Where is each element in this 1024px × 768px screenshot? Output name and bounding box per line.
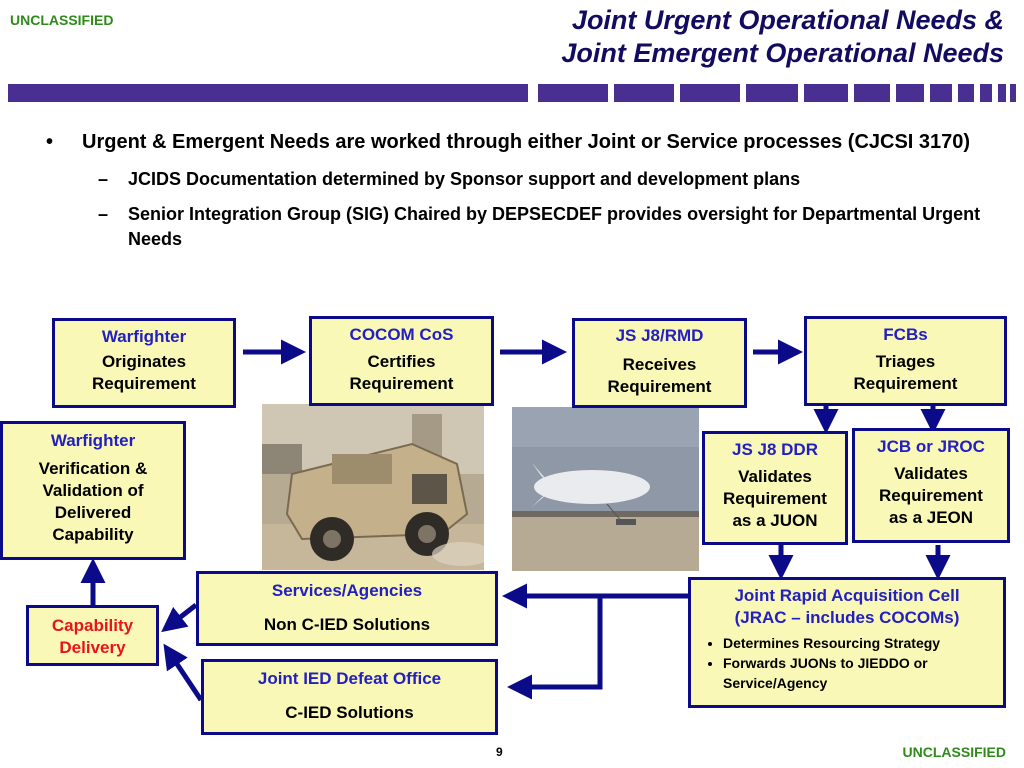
list-item: Forwards JUONs to JIEDDO or Service/Agen… xyxy=(723,653,1003,693)
arrow-services-to-capability xyxy=(161,603,198,633)
box-heading: (JRAC – includes COCOMs) xyxy=(734,608,960,627)
box-text: Non C-IED Solutions xyxy=(263,615,431,634)
js-j8-ddr-box: JS J8 DDR Validates Requirement as a JUO… xyxy=(702,431,848,545)
arrow-jrac-to-jieddo xyxy=(507,593,688,700)
box-text: Originates xyxy=(101,352,187,371)
box-heading: Joint Rapid Acquisition Cell xyxy=(734,586,960,605)
box-heading: Services/Agencies xyxy=(271,581,423,600)
arrow-jieddo-to-capability xyxy=(163,643,204,702)
jrac-box: Joint Rapid Acquisition Cell (JRAC – inc… xyxy=(688,577,1006,708)
bullet-sub-2-text: Senior Integration Group (SIG) Chaired b… xyxy=(128,204,981,249)
box-text: C-IED Solutions xyxy=(285,703,414,722)
box-text: Validates xyxy=(738,467,812,486)
bullet-sub-2: – Senior Integration Group (SIG) Chaired… xyxy=(98,204,981,249)
box-text: Requirement xyxy=(349,374,454,393)
box-text: Requirement xyxy=(723,489,827,508)
bullet-sub-1: – JCIDS Documentation determined by Spon… xyxy=(98,169,801,189)
fcbs-box: FCBs Triages Requirement xyxy=(804,316,1007,406)
box-heading: FCBs xyxy=(883,325,928,344)
box-text: Triages xyxy=(875,352,936,371)
box-text: Requirement xyxy=(607,377,712,396)
slide-title: Joint Urgent Operational Needs & Joint E… xyxy=(204,4,1004,70)
box-heading: JS J8/RMD xyxy=(615,326,704,345)
jrac-list: Determines Resourcing Strategy Forwards … xyxy=(691,633,1003,693)
warfighter-originates-box: Warfighter Originates Requirement xyxy=(52,318,236,408)
capability-delivery-box: Capability Delivery xyxy=(26,605,159,666)
jcb-jroc-box: JCB or JROC Validates Requirement as a J… xyxy=(852,428,1010,543)
jieddo-box: Joint IED Defeat Office C-IED Solutions xyxy=(201,659,498,735)
armored-vehicle-photo xyxy=(262,404,484,570)
box-heading: Warfighter xyxy=(101,327,187,346)
page-number: 9 xyxy=(496,745,503,759)
title-line-2: Joint Emergent Operational Needs xyxy=(561,38,1004,68)
box-text: as a JEON xyxy=(888,508,974,527)
bullet-main: • Urgent & Emergent Needs are worked thr… xyxy=(46,131,971,153)
box-text: Capability xyxy=(52,525,134,544)
box-text: Validation of xyxy=(42,481,144,500)
box-heading: Warfighter xyxy=(50,431,136,450)
services-agencies-box: Services/Agencies Non C-IED Solutions xyxy=(196,571,498,646)
bullet-list: • Urgent & Emergent Needs are worked thr… xyxy=(46,128,996,252)
box-text: Requirement xyxy=(92,374,196,393)
cocom-cos-box: COCOM CoS Certifies Requirement xyxy=(309,316,494,406)
box-heading: COCOM CoS xyxy=(349,325,454,344)
warfighter-verification-box: Warfighter Verification & Validation of … xyxy=(0,421,186,560)
bullet-main-text: Urgent & Emergent Needs are worked throu… xyxy=(82,131,971,153)
box-text: Verification & xyxy=(38,459,148,478)
box-text: Certifies xyxy=(367,352,436,371)
aerostat-balloon-photo xyxy=(512,407,699,571)
title-divider-bar xyxy=(8,84,1018,102)
box-text: as a JUON xyxy=(732,511,818,530)
box-text: Receives xyxy=(622,355,697,374)
box-heading: JS J8 DDR xyxy=(732,440,818,459)
classification-bottom: UNCLASSIFIED xyxy=(902,744,1006,760)
box-text: Delivery xyxy=(59,638,126,657)
js-j8-rmd-box: JS J8/RMD Receives Requirement xyxy=(572,318,747,408)
box-text: Requirement xyxy=(853,374,958,393)
box-text: Validates xyxy=(894,464,968,483)
title-line-1: Joint Urgent Operational Needs & xyxy=(571,5,1004,35)
box-text: Requirement xyxy=(879,486,983,505)
box-text: Delivered xyxy=(54,503,132,522)
classification-top: UNCLASSIFIED xyxy=(10,12,114,28)
list-item: Determines Resourcing Strategy xyxy=(723,633,1003,653)
box-text: Capability xyxy=(51,616,134,635)
box-heading: Joint IED Defeat Office xyxy=(257,669,442,688)
box-heading: JCB or JROC xyxy=(877,437,985,456)
bullet-sub-1-text: JCIDS Documentation determined by Sponso… xyxy=(128,169,801,189)
